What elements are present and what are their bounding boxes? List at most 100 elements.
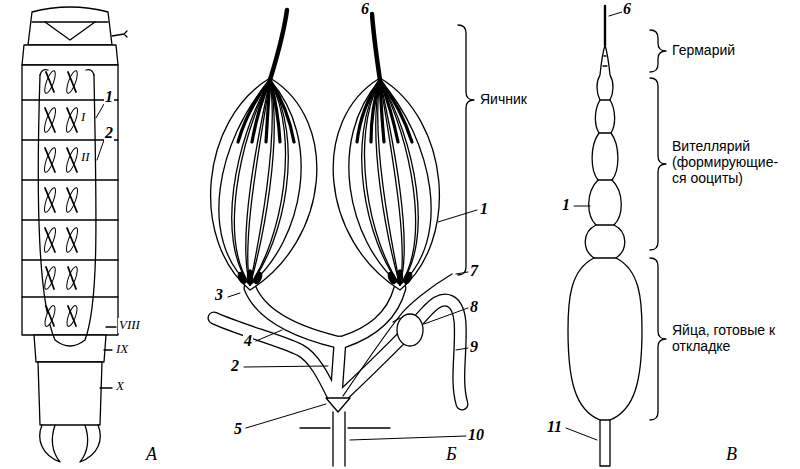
shape xyxy=(219,80,270,285)
shape xyxy=(97,140,104,160)
shape xyxy=(397,314,423,346)
shape xyxy=(246,404,326,428)
callout-number: 9 xyxy=(469,338,479,356)
shape xyxy=(38,75,96,346)
bracket xyxy=(650,30,666,420)
ovariole-pair xyxy=(42,70,79,328)
callout-number: 6 xyxy=(622,0,632,18)
spermatheca xyxy=(343,274,452,396)
shape xyxy=(100,327,116,388)
shape xyxy=(340,300,462,404)
shape xyxy=(343,288,400,342)
shape xyxy=(244,366,328,367)
shape xyxy=(270,10,287,80)
shape xyxy=(603,56,607,66)
shape xyxy=(393,318,400,322)
shape xyxy=(22,100,118,297)
shape xyxy=(456,348,468,350)
callout-number: 2 xyxy=(230,357,240,375)
segment-number: VIII xyxy=(118,318,141,333)
shape xyxy=(112,31,127,37)
shape xyxy=(32,21,108,22)
panel-letter: А xyxy=(146,444,157,465)
leader-line xyxy=(566,12,622,440)
shape xyxy=(456,272,468,274)
part-name: Вителлярий (формирующие- ся ооциты) xyxy=(672,138,780,186)
callout-number: 7 xyxy=(469,262,479,280)
shape xyxy=(238,80,294,142)
shape xyxy=(228,293,240,297)
shape xyxy=(38,362,102,425)
shape xyxy=(214,318,334,398)
leader-line xyxy=(228,210,477,440)
shape xyxy=(96,104,104,118)
shape xyxy=(22,45,118,65)
shape xyxy=(237,271,248,284)
shape xyxy=(357,80,412,142)
shape xyxy=(248,270,253,282)
part-name: Яйца, готовые к откладке xyxy=(672,322,780,354)
shape xyxy=(256,330,282,341)
callout-number: 6 xyxy=(360,0,370,18)
shape xyxy=(574,206,590,207)
tube-inner xyxy=(214,288,462,404)
shape xyxy=(566,428,597,440)
shape xyxy=(253,271,264,284)
shape xyxy=(333,412,345,466)
panel-letter: Б xyxy=(446,444,457,465)
shape xyxy=(300,427,390,428)
panel-letter: В xyxy=(726,444,737,465)
shape xyxy=(340,300,462,404)
shape xyxy=(28,7,112,45)
shape xyxy=(333,78,439,290)
shape xyxy=(387,271,398,284)
shape xyxy=(350,436,466,440)
shape xyxy=(34,335,106,362)
part-name: Яичник xyxy=(480,91,527,107)
segment-number: X xyxy=(115,379,125,394)
shape xyxy=(604,6,606,45)
shape xyxy=(438,210,477,222)
callout-number: 8 xyxy=(469,298,479,316)
shape xyxy=(424,308,468,324)
callout-number: 1 xyxy=(479,200,489,218)
shape xyxy=(80,425,100,462)
segment-number: II xyxy=(80,150,91,165)
callout-number: 1 xyxy=(561,196,571,214)
shape xyxy=(650,258,666,420)
callout-number: 11 xyxy=(546,418,563,436)
shape xyxy=(380,80,431,285)
shape xyxy=(568,45,642,466)
shape xyxy=(336,342,340,398)
shape xyxy=(211,78,317,290)
shape xyxy=(343,274,452,396)
ovary-loop xyxy=(38,70,96,346)
tube-outer xyxy=(214,288,462,404)
callout-number: 10 xyxy=(467,426,485,444)
shape xyxy=(650,78,666,250)
shape xyxy=(45,22,95,40)
shape xyxy=(336,342,340,398)
shape xyxy=(650,30,666,72)
shape xyxy=(343,288,400,342)
callout-number: 5 xyxy=(233,420,243,438)
shape xyxy=(326,398,350,412)
part-name: Гермарий xyxy=(672,42,735,58)
larva-body xyxy=(22,7,127,462)
shape xyxy=(398,270,403,282)
shape xyxy=(403,271,414,284)
shape xyxy=(458,25,474,275)
shape xyxy=(214,318,334,398)
ovariole xyxy=(568,6,642,466)
callout-number: 2 xyxy=(104,124,114,142)
shape xyxy=(45,72,77,326)
shape xyxy=(40,70,94,75)
callout-number: 4 xyxy=(243,332,253,350)
callout-number: 1 xyxy=(104,88,114,106)
segment-number: IX xyxy=(115,342,129,357)
segment-number: I xyxy=(80,110,86,125)
shape xyxy=(40,425,60,462)
shape xyxy=(594,100,616,420)
